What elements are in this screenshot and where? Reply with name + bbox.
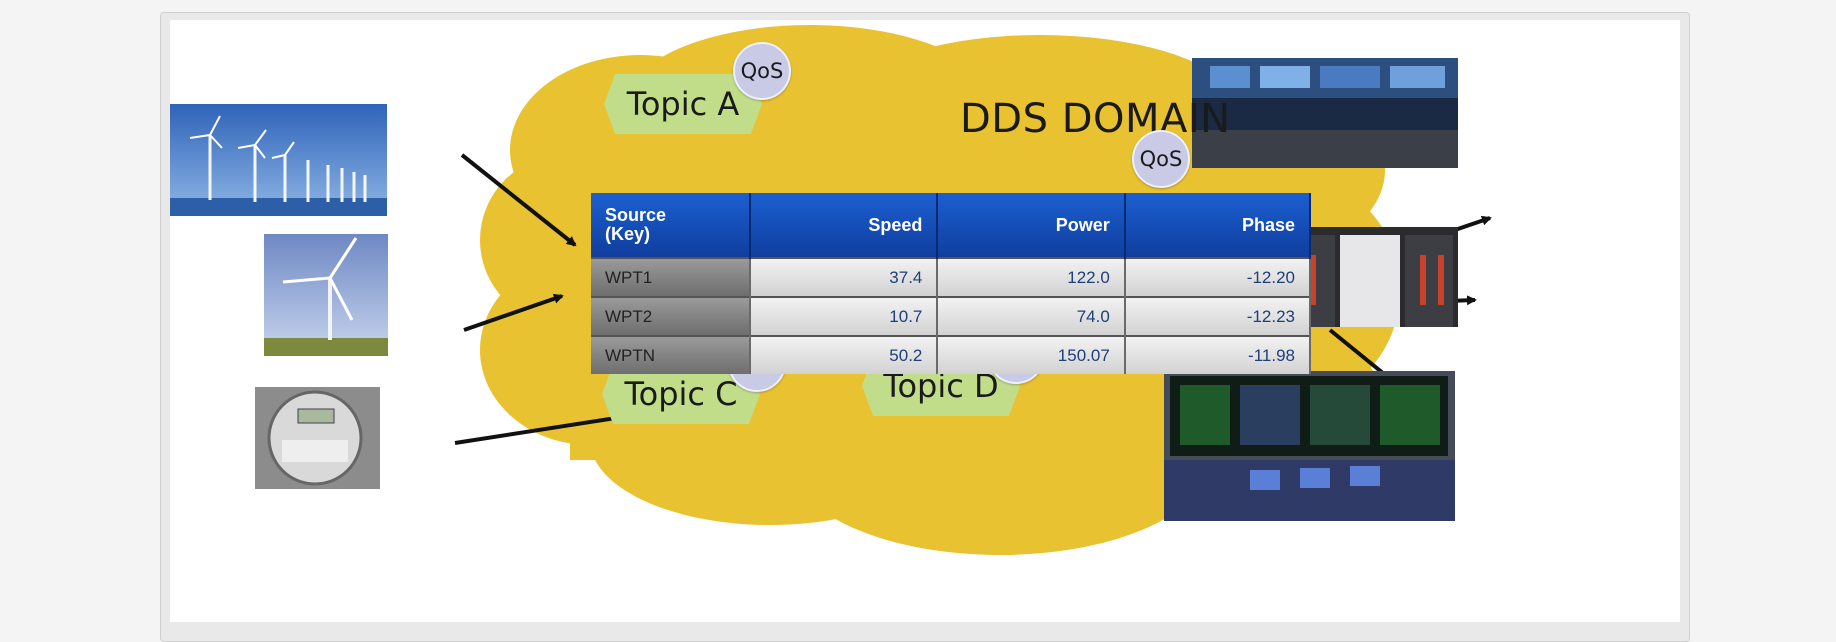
smart-meter-photo — [255, 387, 380, 489]
cell-key: WPT2 — [591, 296, 751, 336]
control-room-photo — [1192, 58, 1458, 168]
cell-phase: -11.98 — [1124, 335, 1312, 374]
cell-phase: -12.23 — [1124, 296, 1312, 336]
cell-power: 122.0 — [937, 257, 1126, 297]
cell-key: WPT1 — [591, 257, 751, 297]
cell-speed: 10.7 — [750, 296, 939, 336]
column-header-source-key: Source (Key) — [591, 193, 751, 258]
grid-control-center-photo — [1164, 371, 1455, 521]
cell-speed: 37.4 — [750, 257, 939, 297]
dds-data-table: Source (Key) Speed Power Phase WPT1 37.4… — [591, 193, 1312, 374]
table-row: WPTN 50.2 150.07 -11.98 — [591, 335, 1312, 374]
cell-phase: -12.20 — [1124, 257, 1312, 297]
cell-key: WPTN — [591, 335, 751, 374]
qos-badge-topic-a: QoS — [733, 42, 791, 100]
wind-turbine-photo — [264, 234, 388, 356]
arrow-wind-farm — [460, 153, 577, 247]
column-header-phase: Phase — [1124, 193, 1312, 258]
cell-speed: 50.2 — [750, 335, 939, 374]
column-header-speed: Speed — [750, 193, 939, 258]
column-header-power: Power — [937, 193, 1126, 258]
diagram-canvas: DDS DOMAIN Topic A Topic C Topic D QoS Q… — [170, 20, 1680, 622]
dds-domain-title: DDS DOMAIN — [960, 96, 1231, 142]
table-row: WPT2 10.7 74.0 -12.23 — [591, 296, 1312, 336]
topic-a-label: Topic A — [604, 74, 762, 134]
qos-badge-table: QoS — [1132, 130, 1190, 188]
table-row: WPT1 37.4 122.0 -12.20 — [591, 257, 1312, 297]
table-header-row: Source (Key) Speed Power Phase — [591, 193, 1312, 258]
arrow-wind-turbine — [463, 293, 564, 332]
cell-power: 150.07 — [937, 335, 1126, 374]
wind-farm-photo — [170, 104, 387, 216]
cell-power: 74.0 — [937, 296, 1126, 336]
